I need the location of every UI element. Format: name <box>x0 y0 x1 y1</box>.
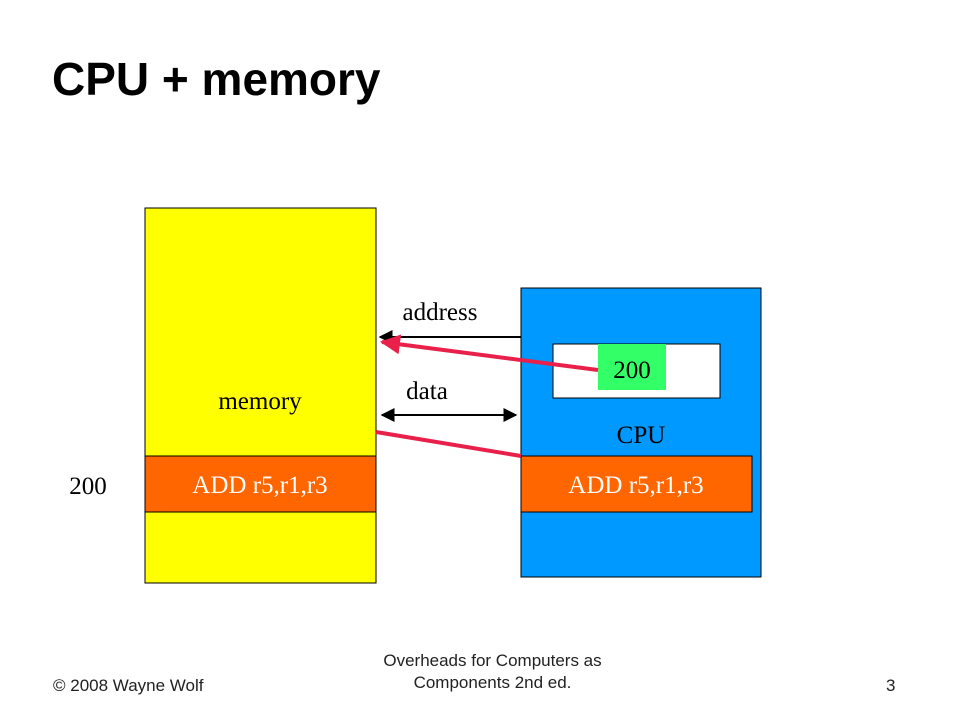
memory-label: memory <box>218 388 302 415</box>
footer-source: Overheads for Computers as Components 2n… <box>330 650 655 694</box>
instruction-register-text: ADD r5,r1,r3 <box>568 472 703 499</box>
memory-block <box>144 207 377 584</box>
footer-page-number: 3 <box>886 676 896 695</box>
memory-address-label: 200 <box>69 473 107 500</box>
data-bus-label: data <box>406 378 448 405</box>
cpu-block <box>520 287 762 578</box>
instruction-fetch-line <box>375 430 522 458</box>
instruction-register <box>520 455 753 513</box>
footer-copyright: © 2008 Wayne Wolf <box>53 676 204 695</box>
footer-source-line2: Components 2nd ed. <box>413 673 572 693</box>
address-bus-label: address <box>403 299 478 326</box>
pc-to-address-arrow <box>380 334 599 372</box>
memory-instruction-cell <box>144 455 377 513</box>
cpu-label: CPU <box>617 422 666 449</box>
pc-value-text: 200 <box>613 357 651 384</box>
pc-value-cell <box>598 344 666 390</box>
footer-source-line1: Overheads for Computers as <box>383 651 602 670</box>
slide-title: CPU + memory <box>52 53 381 105</box>
memory-instruction-text: ADD r5,r1,r3 <box>192 472 327 499</box>
